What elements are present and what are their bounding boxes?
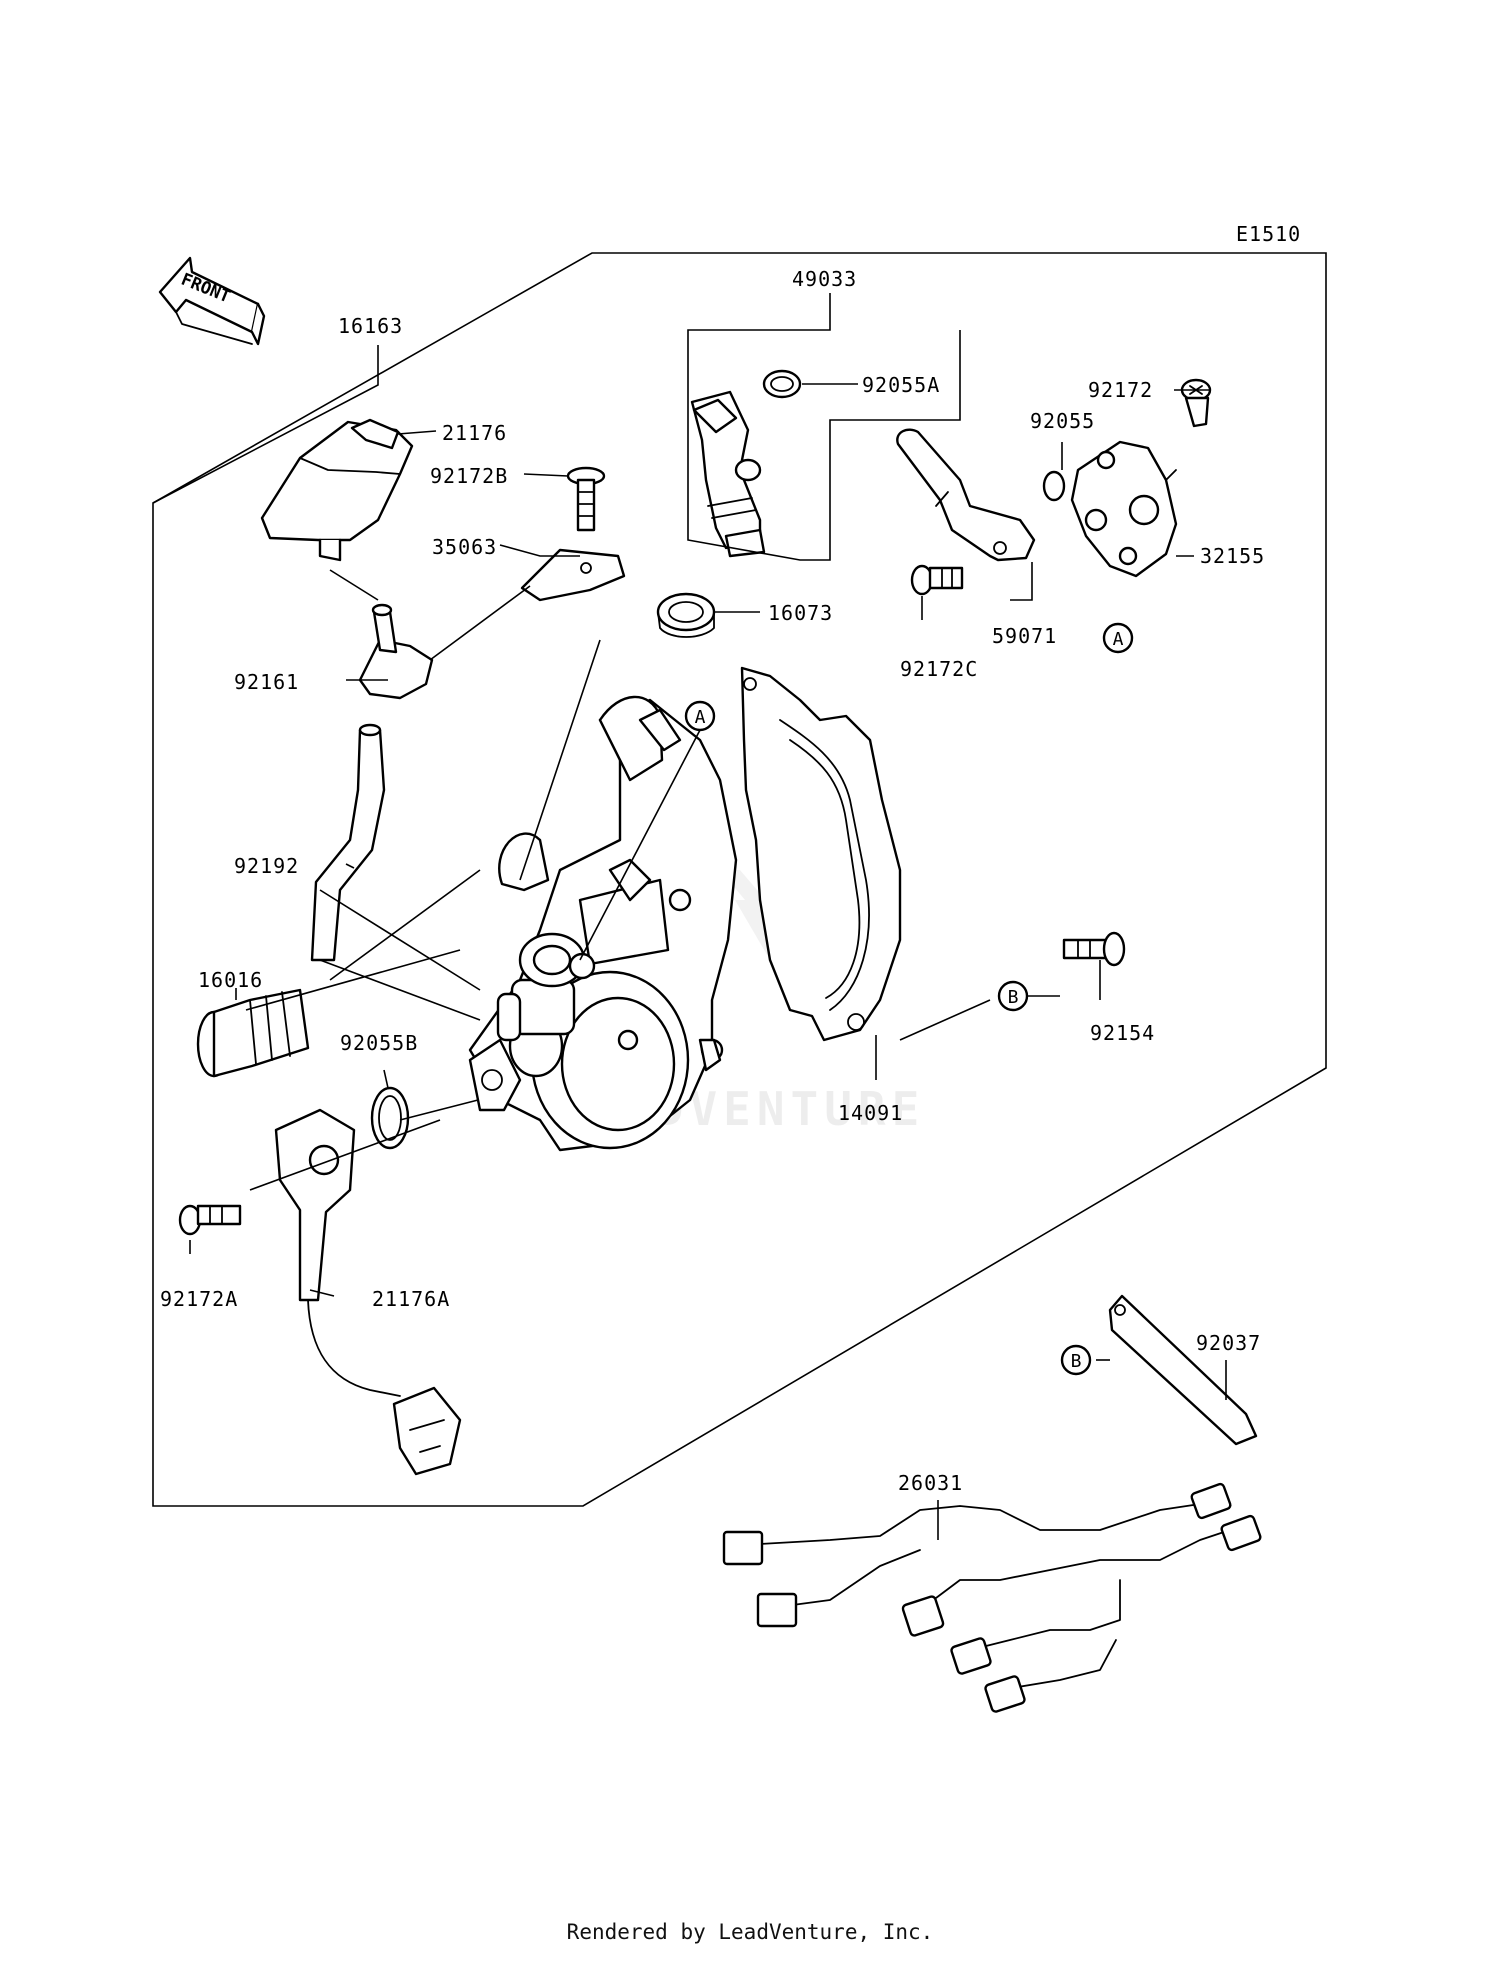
oring-92055	[1042, 470, 1066, 502]
callout-b-mid: B	[997, 980, 1029, 1012]
sensor-21176	[260, 418, 414, 562]
label-14091: 14091	[838, 1101, 903, 1125]
idle-screw-16016	[196, 988, 310, 1078]
label-92055: 92055	[1030, 409, 1095, 433]
oring-92055A	[762, 369, 802, 399]
label-92037: 92037	[1196, 1331, 1261, 1355]
label-32155: 32155	[1200, 544, 1265, 568]
bolt-92172A	[178, 1204, 242, 1236]
callout-a-top: A	[684, 700, 716, 732]
harness-26031	[722, 1482, 1262, 1713]
cover-32155	[1070, 440, 1178, 578]
leader-lines	[152, 293, 1227, 1540]
label-92055A: 92055A	[862, 373, 940, 397]
screw-92172C	[910, 564, 964, 596]
screw-92172B	[566, 466, 606, 532]
callout-b-low-label: B	[1071, 1351, 1082, 1372]
label-59071: 59071	[992, 624, 1057, 648]
front-arrow-icon: FRONT	[158, 256, 266, 346]
label-16016: 16016	[198, 968, 263, 992]
part-labels: 16163 21176 92172B 35063 92161 92192 160…	[160, 267, 1265, 1495]
label-35063: 35063	[432, 535, 497, 559]
label-16163: 16163	[338, 314, 403, 338]
callout-b-mid-label: B	[1008, 987, 1019, 1008]
label-92172A: 92172A	[160, 1287, 238, 1311]
label-92192: 92192	[234, 854, 299, 878]
throttle-body-16163	[468, 695, 738, 1152]
label-92154: 92154	[1090, 1021, 1155, 1045]
label-21176: 21176	[442, 421, 507, 445]
diagram-code: E1510	[1236, 222, 1301, 246]
callout-b-low: B	[1060, 1344, 1092, 1376]
injector-49033	[690, 390, 766, 558]
callout-a-right: A	[1102, 622, 1134, 654]
callout-a-right-label: A	[1113, 629, 1124, 650]
footer-credit: Rendered by LeadVenture, Inc.	[566, 1920, 934, 1944]
bolt-92154	[1062, 931, 1126, 967]
label-92172: 92172	[1088, 378, 1153, 402]
label-26031: 26031	[898, 1471, 963, 1495]
label-92161: 92161	[234, 670, 299, 694]
bracket-35063	[520, 548, 626, 602]
sensor-59071	[896, 428, 1036, 562]
label-16073: 16073	[768, 601, 833, 625]
sensor-21176A	[274, 1108, 462, 1476]
callout-a-top-label: A	[695, 707, 706, 728]
label-21176A: 21176A	[372, 1287, 450, 1311]
cover-14091	[740, 666, 902, 1042]
seal-16073	[656, 592, 716, 638]
label-92055B: 92055B	[340, 1031, 418, 1055]
label-92172C: 92172C	[900, 657, 978, 681]
strap-92037	[1108, 1294, 1258, 1446]
label-49033: 49033	[792, 267, 857, 291]
screw-92172	[1180, 378, 1212, 428]
hose-92192	[310, 723, 386, 962]
label-92172B: 92172B	[430, 464, 508, 488]
grommet-92161	[358, 603, 434, 700]
